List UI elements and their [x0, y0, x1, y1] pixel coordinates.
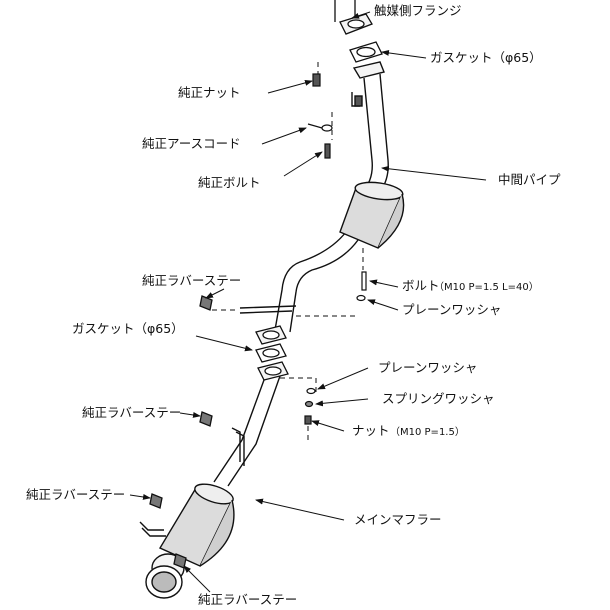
fasteners	[304, 73, 367, 425]
label-oem-rubber-stay-3: 純正ラバーステー	[26, 487, 126, 502]
label-oem-bolt: 純正ボルト	[198, 175, 261, 190]
label-oem-rubber-stay-4: 純正ラバーステー	[198, 592, 298, 607]
label-oem-earth-cord: 純正アースコード	[142, 136, 241, 151]
label-gasket-top: ガスケット（φ65）	[430, 50, 542, 65]
label-catalyst-flange: 触媒側フランジ	[374, 3, 462, 18]
label-bolt: ボルト	[402, 278, 440, 293]
gasket-mid-part	[255, 325, 289, 381]
rubber-stays	[149, 295, 213, 569]
label-gasket-mid: ガスケット（φ65）	[72, 321, 184, 336]
label-spring-washer: スプリングワッシャ	[382, 391, 495, 406]
label-center-pipe: 中間パイプ	[498, 172, 561, 187]
label-plain-washer-1: プレーンワッシャ	[402, 302, 502, 317]
label-main-muffler: メインマフラー	[354, 512, 442, 527]
resonator-part	[339, 181, 405, 249]
label-plain-washer-2: プレーンワッシャ	[378, 360, 478, 375]
label-oem-rubber-stay-1: 純正ラバーステー	[142, 273, 242, 288]
main-pipe-part	[139, 375, 281, 537]
label-nut: ナット	[352, 423, 390, 438]
label-bolt-spec: （M10 P=1.5 L=40）	[434, 282, 539, 293]
leader-lines	[129, 11, 487, 593]
label-oem-nut: 純正ナット	[178, 85, 241, 100]
main-muffler-part	[145, 483, 235, 599]
label-oem-rubber-stay-2: 純正ラバーステー	[82, 405, 182, 420]
gasket-top-part	[349, 41, 383, 63]
label-nut-spec: （M10 P=1.5）	[390, 427, 465, 438]
assembly-axes	[212, 62, 364, 440]
